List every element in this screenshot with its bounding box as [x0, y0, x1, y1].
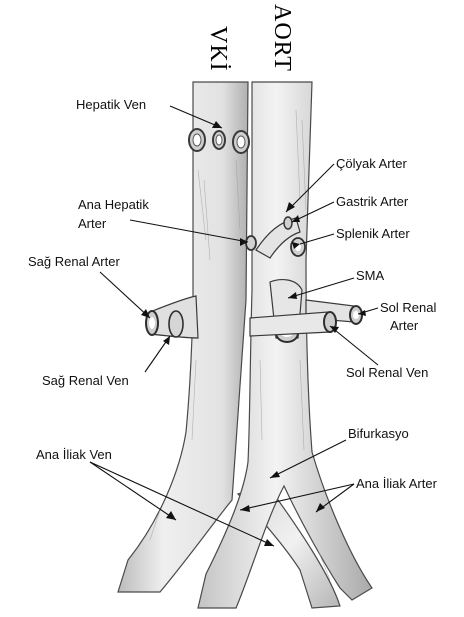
label-sol-renal-arter-line2: Arter	[390, 318, 418, 333]
label-splenik-arter: Splenik Arter	[336, 226, 410, 241]
label-ana-iliak-arter: Ana İliak Arter	[356, 476, 437, 491]
gastric-stub	[284, 217, 292, 229]
label-sag-renal-ven: Sağ Renal Ven	[42, 373, 129, 388]
label-ana-hepatik-arter-line2: Arter	[78, 216, 106, 231]
label-sma: SMA	[356, 268, 384, 283]
label-sol-renal-ven: Sol Renal Ven	[346, 365, 428, 380]
common-hepatic-stub	[246, 236, 256, 250]
ivc-label: VKİ	[204, 26, 231, 72]
label-bifurkasyo: Bifurkasyo	[348, 426, 409, 441]
label-sag-renal-arter: Sağ Renal Arter	[28, 254, 120, 269]
label-gastrik-arter: Gastrik Arter	[336, 194, 408, 209]
label-colyak-arter: Çölyak Arter	[336, 156, 407, 171]
label-ana-iliak-ven: Ana İliak Ven	[36, 447, 112, 462]
label-hepatik-ven: Hepatik Ven	[76, 97, 146, 112]
right-renal-vein-stub	[169, 311, 183, 337]
label-ana-hepatik-arter-line1: Ana Hepatik	[78, 197, 149, 212]
label-sol-renal-arter-line1: Sol Renal	[380, 300, 436, 315]
aorta-label: AORT	[268, 4, 295, 72]
